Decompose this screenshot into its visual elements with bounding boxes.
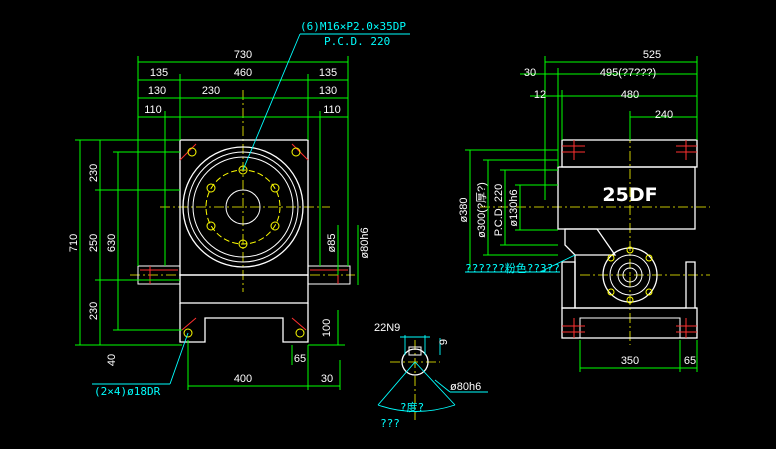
dim-710: 710 [68,234,80,252]
dim-250: 250 [88,234,100,252]
dim-400: 400 [234,373,252,385]
dim-d380: ø380 [458,197,470,222]
bolt-holes [206,165,280,249]
corner-hole-icon [291,147,301,157]
holes-callout: (2×4)ø18DR [94,385,161,398]
dim-110-right: 110 [323,104,341,116]
dim-pcd-side: P.C.D. 220 [493,184,505,236]
front-view: 730 135 460 135 130 230 130 110 110 (6)M… [68,20,410,398]
dim-230-top: 230 [88,164,100,182]
dim-100: 100 [321,319,333,337]
dim-110-left: 110 [144,104,162,116]
dim-135-right: 135 [319,67,337,79]
side-lower [574,255,697,309]
dim-480: 480 [621,89,639,101]
dim-65-side: 65 [684,355,696,367]
dim-12: 12 [534,89,546,101]
dim-d85: ø85 [326,234,338,253]
dim-230-bottom: 230 [88,302,100,320]
dim-350: 350 [621,355,639,367]
flange-outer [182,146,304,268]
shaft-section [401,348,429,376]
corner-hole-icon [187,147,197,157]
dim-d80h6: ø80h6 [359,227,371,258]
key-depth-label: 9 [438,339,450,345]
dim-460: 460 [234,67,252,79]
model-label: 25DF [602,184,657,206]
side-note: ??????粉色??3?? [465,261,560,275]
front-base [179,303,309,343]
side-top-block [561,139,698,168]
bottom-note: ??? [380,417,400,430]
side-view: 25DF 525 30 495(?7???) 12 480 240 ø380 ø… [458,49,710,372]
dim-240: 240 [655,109,673,121]
keyway-label: 22N9 [374,322,400,334]
shaft-diameter-label: ø80h6 [450,381,481,393]
pcd-callout: P.C.D. 220 [324,35,390,48]
shaft-detail: 22N9 9 ø80h6 ?度? ??? [374,322,488,430]
side-base [561,307,698,339]
dim-730: 730 [234,49,252,61]
dim-d130h6: ø130h6 [508,189,520,226]
dim-230: 230 [202,85,220,97]
dim-65-front: 65 [294,353,306,365]
dim-135-left: 135 [150,67,168,79]
corner-hole-icon [295,328,305,338]
dim-30-side: 30 [524,67,536,79]
side-housing [557,166,696,230]
dim-d300: ø300(?厚?) [475,182,488,238]
dim-30-bottom: 30 [321,373,333,385]
dim-525: 525 [643,49,661,61]
side-rib [564,228,617,256]
front-body-lower [179,274,309,304]
dim-630: 630 [106,234,118,252]
right-shaft [307,265,351,285]
front-body-top [179,139,309,276]
side-flange [602,247,658,303]
dim-495: 495(?7???) [600,67,656,79]
angle-note: ?度? [400,400,424,414]
corner-hole-icon [183,328,193,338]
dim-130-left: 130 [148,85,166,97]
dim-130-right: 130 [319,85,337,97]
left-shaft [137,265,181,285]
flange-bore [225,189,261,225]
bolt-callout: (6)M16×P2.0×35DP [300,20,406,33]
dim-40: 40 [106,354,118,366]
